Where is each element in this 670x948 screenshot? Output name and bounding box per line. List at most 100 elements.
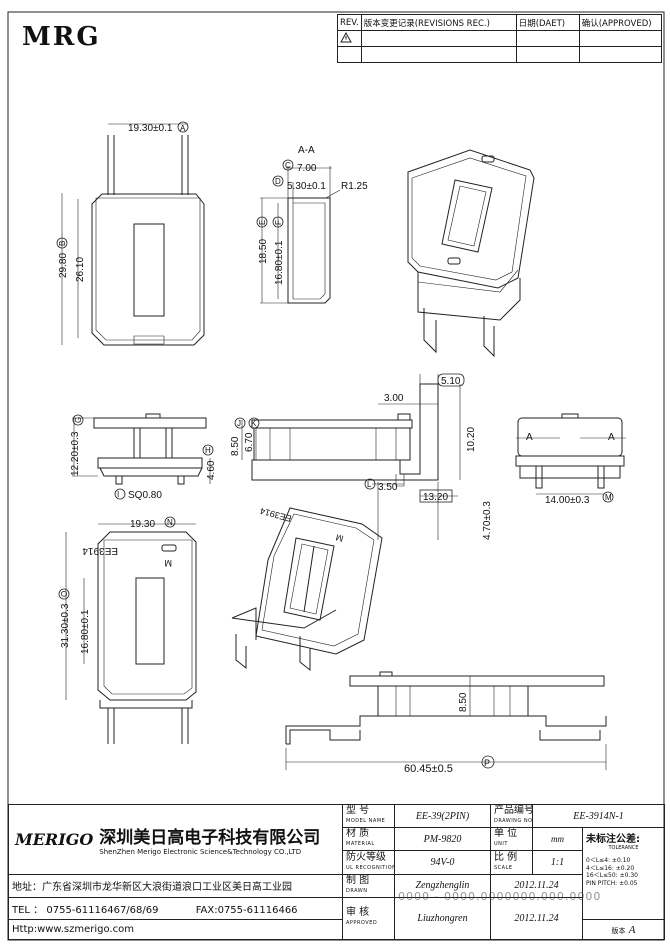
website: Http:www.szmerigo.com	[12, 924, 134, 936]
section-dim-c: 7.00	[297, 163, 317, 174]
iso-view-top	[407, 149, 535, 358]
front-dim-i: SQ0.80	[128, 490, 162, 501]
top-width-tag: A	[180, 124, 186, 133]
section-tag-d: D	[275, 177, 281, 186]
side-dim-470: 4.70±0.3	[482, 501, 493, 540]
approved-label-en: APPROVED	[346, 920, 378, 927]
bottom-mark-m: M	[165, 558, 173, 568]
side-dim-top: 3.00	[384, 393, 404, 404]
section-title: A-A	[298, 145, 315, 156]
iso-view-bottom	[231, 507, 383, 672]
flame-value: 94V-0	[394, 850, 491, 875]
section-dim-e: 18.50	[258, 239, 269, 264]
model-label: 型 号	[346, 805, 370, 817]
side-dim-1320: 13.20	[423, 492, 448, 503]
scale-label-en: SCALE	[494, 864, 513, 871]
material-label: 材 质	[346, 828, 370, 840]
tolerance-line-3: 16＜L≤50: ±0.30	[586, 872, 638, 880]
iso-mark-m: M	[335, 532, 345, 544]
front-tag-i: I	[117, 490, 119, 499]
front-tag-g: G	[74, 417, 83, 423]
tolerance-line-4: PIN PITCH: ±0.05	[586, 879, 638, 887]
end-dim-m: 14.00±0.3	[545, 495, 590, 506]
drawing-no-label-en: DRAWING NO.	[494, 818, 533, 825]
brand-logo: MRG	[22, 22, 101, 52]
bottom-dim-width: 19.30	[130, 519, 155, 530]
rev-row-2-approved	[578, 46, 663, 63]
flame-label-en: UL RECOGNITION	[346, 864, 395, 871]
front-view	[72, 413, 211, 485]
drawn-label: 制 图	[346, 874, 370, 886]
top-width-dim: 19.30±0.1	[128, 123, 173, 134]
front-tag-h: H	[205, 446, 211, 455]
fax: FAX:0755-61116466	[195, 905, 298, 916]
contact-cell: TEL ： 0755-61116467/68/69 FAX:0755-61116…	[8, 896, 343, 921]
top-height-tag: B	[58, 241, 67, 246]
front-dim-h: 4.60	[206, 460, 217, 480]
drawn-date: 2012.11.24	[490, 873, 583, 898]
top-view	[61, 123, 205, 346]
end-tag-m: M	[605, 493, 612, 502]
drawing-no-value: EE-3914N-1	[531, 803, 666, 829]
version-value: A	[628, 923, 636, 936]
drawn-label-en: DRAWN	[346, 887, 368, 894]
drawing-no-label: 产品编号	[494, 805, 533, 817]
bottom-dim-o: 31.30±0.3	[60, 603, 71, 648]
section-tag-c: C	[285, 161, 291, 170]
unit-value: mm	[532, 827, 583, 852]
approved-date: 2012.11.24	[490, 896, 583, 941]
bottom-marking: EE3914	[82, 545, 118, 556]
scale-label: 比 例	[494, 851, 518, 863]
model-label-en: MODEL NAME	[346, 818, 386, 825]
long-dim-height: 8.50	[458, 692, 469, 712]
flame-label: 防火等级	[346, 851, 386, 863]
tolerance-cell: 未标注公差: TOLERANCE 0＜L≤4: ±0.10 4＜L≤16: ±0…	[581, 827, 666, 921]
bottom-tag-n: N	[167, 518, 173, 527]
side-dim-j: 8.50	[230, 436, 241, 456]
section-tag-e: E	[258, 220, 267, 225]
side-dim-k: 6.70	[244, 432, 255, 452]
company-name-en: ShenZhen Merigo Electronic Science&Techn…	[99, 847, 302, 856]
title-block: MERIGO 深圳美日高电子科技有限公司 ShenZhen Merigo Ele…	[8, 803, 666, 941]
end-section-right: A	[608, 432, 615, 443]
side-dim-l: 3.50	[378, 482, 398, 493]
tolerance-label: 未标注公差:	[586, 834, 640, 846]
section-radius: R1.25	[341, 181, 368, 192]
end-section-left: A	[526, 432, 533, 443]
long-dim-length: 60.45±0.5	[404, 763, 453, 775]
bottom-dim-inner: 16.80±0.1	[80, 609, 91, 654]
bottom-view	[65, 523, 197, 744]
side-tag-k: K	[251, 419, 257, 428]
address: 地址：广东省深圳市龙华新区大浪街道浪口工业区美日高工业园	[8, 873, 343, 898]
end-view	[515, 413, 626, 495]
side-dim-510: 5.10	[441, 376, 461, 387]
watermark: 0000 - 0000.0000000.000.0000	[398, 890, 602, 903]
company-cell: MERIGO 深圳美日高电子科技有限公司 ShenZhen Merigo Ele…	[8, 804, 343, 875]
version-cell: 版本 A	[581, 919, 666, 940]
tolerance-line-2: 4＜L≤16: ±0.20	[586, 864, 635, 872]
top-inner-dim: 26.10	[75, 257, 86, 282]
tel: TEL ： 0755-61116467/68/69	[12, 905, 159, 916]
version-label: 版本	[611, 926, 626, 935]
model-value: EE-39(2PIN)	[394, 803, 491, 829]
section-tag-f: F	[274, 220, 283, 225]
front-dim-g: 12.20±0.3	[70, 431, 81, 476]
material-value: PM-9820	[394, 827, 491, 852]
tolerance-line-1: 0＜L≤4: ±0.10	[586, 857, 631, 865]
material-label-en: MATERIAL	[346, 841, 375, 848]
top-height-dim: 29.80	[58, 253, 69, 278]
scale-value: 1:1	[532, 850, 583, 875]
long-tag-p: P	[484, 758, 490, 768]
bottom-tag-o: O	[60, 591, 69, 597]
drawn-by: Zengzhenglin	[394, 873, 491, 898]
company-logo: MERIGO	[15, 829, 94, 849]
